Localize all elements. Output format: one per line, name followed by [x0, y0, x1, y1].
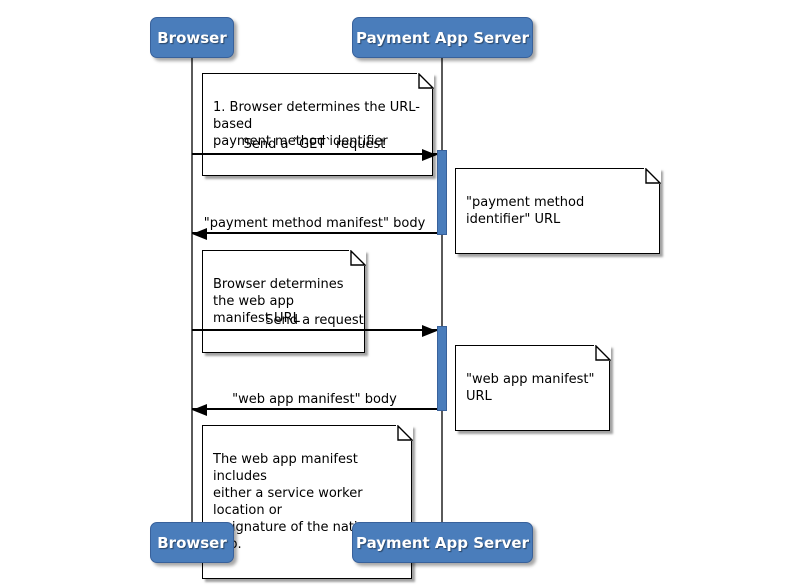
actor-label: Payment App Server	[356, 533, 529, 552]
message-label: "web app manifest" body	[232, 392, 397, 407]
actor-label: Browser	[157, 28, 227, 47]
note-text: Browser determines the web app manifest …	[213, 277, 344, 326]
note-text: "payment method identifier" URL	[466, 195, 585, 227]
note-payment-method-identifier-url: "payment method identifier" URL	[455, 167, 661, 254]
actor-payment-app-server-bottom: Payment App Server	[352, 522, 533, 563]
note-fold-icon	[396, 424, 413, 441]
actor-label: Browser	[157, 533, 227, 552]
server-activation-bar-1	[437, 150, 447, 235]
message-line	[192, 329, 437, 331]
actor-browser-bottom: Browser	[150, 522, 234, 563]
arrowhead-right-icon	[422, 149, 437, 161]
actor-browser-top: Browser	[150, 17, 234, 58]
note-fold-icon	[417, 72, 434, 89]
actor-label: Payment App Server	[356, 28, 529, 47]
actor-payment-app-server-top: Payment App Server	[352, 17, 533, 58]
message-line	[192, 153, 437, 155]
note-text: The web app manifest includes either a s…	[213, 452, 373, 552]
message-send-get-request: Send a `GET` request	[192, 135, 437, 161]
note-browser-determines-manifest-url: Browser determines the web app manifest …	[202, 249, 366, 353]
message-label: Send a `GET` request	[243, 137, 386, 152]
arrowhead-left-icon	[192, 404, 207, 416]
arrowhead-right-icon	[422, 325, 437, 337]
message-line	[192, 408, 437, 410]
message-web-app-manifest-body: "web app manifest" body	[192, 390, 437, 416]
message-send-a-request: Send a request	[192, 311, 437, 337]
note-text: "web app manifest" URL	[466, 372, 595, 404]
arrowhead-left-icon	[192, 228, 207, 240]
server-activation-bar-2	[437, 326, 447, 411]
note-text: 1. Browser determines the URL-based paym…	[213, 100, 420, 149]
message-line	[192, 232, 437, 234]
browser-lifeline	[191, 57, 193, 523]
note-fold-icon	[644, 167, 661, 184]
note-fold-icon	[349, 249, 366, 266]
note-web-app-manifest-url: "web app manifest" URL	[455, 344, 611, 431]
note-fold-icon	[594, 344, 611, 361]
message-payment-method-manifest-body: "payment method manifest" body	[192, 214, 437, 240]
message-label: Send a request	[265, 313, 364, 328]
message-label: "payment method manifest" body	[203, 216, 426, 231]
note-url-based-identifier: 1. Browser determines the URL-based paym…	[202, 72, 434, 176]
server-lifeline	[441, 57, 443, 523]
